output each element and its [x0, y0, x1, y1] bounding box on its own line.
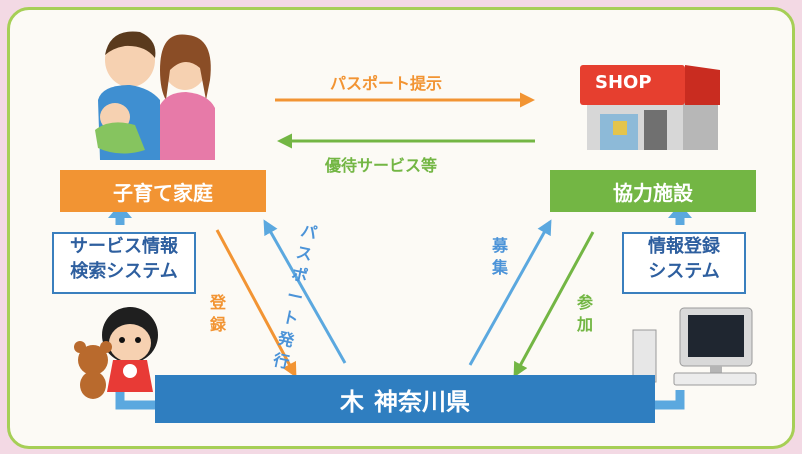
service-search-system-box: サービス情報 検索システム: [52, 232, 196, 294]
recruit-arrow: [468, 219, 552, 366]
shop-sign: SHOP: [595, 72, 652, 93]
prefecture-label: 神奈川県: [374, 387, 470, 416]
partner-label: 協力施設: [613, 180, 693, 205]
partner-box: 協力施設: [550, 170, 756, 212]
passport-issue-arrow: [263, 219, 347, 364]
diagram-frame: 子育て家庭 協力施設 ⽊ 神奈川県 パスポート提示 優待サービス等 登録 パスポ…: [7, 7, 795, 449]
shop-illustration: [580, 65, 720, 150]
info-registration-system-box: 情報登録 システム: [622, 232, 746, 294]
participate-label: 参加: [576, 293, 593, 334]
prefecture-box: ⽊ 神奈川県: [155, 375, 655, 423]
family-illustration: [95, 31, 215, 160]
bear-illustration: [74, 341, 112, 399]
participate-arrow: [513, 231, 595, 378]
connector-arrows: [74, 31, 757, 410]
register-label: 登録: [209, 293, 226, 334]
recruit-label: 募集: [491, 236, 508, 277]
register-arrow: [215, 229, 297, 378]
family-box: 子育て家庭: [60, 170, 266, 212]
family-label: 子育て家庭: [113, 180, 213, 205]
benefit-service-label: 優待サービス等: [325, 156, 438, 175]
prefecture-logo-icon: ⽊: [340, 387, 364, 416]
computer-illustration: [632, 307, 757, 386]
passport-present-label: パスポート提示: [330, 74, 443, 93]
mascot-illustration: [102, 307, 158, 392]
